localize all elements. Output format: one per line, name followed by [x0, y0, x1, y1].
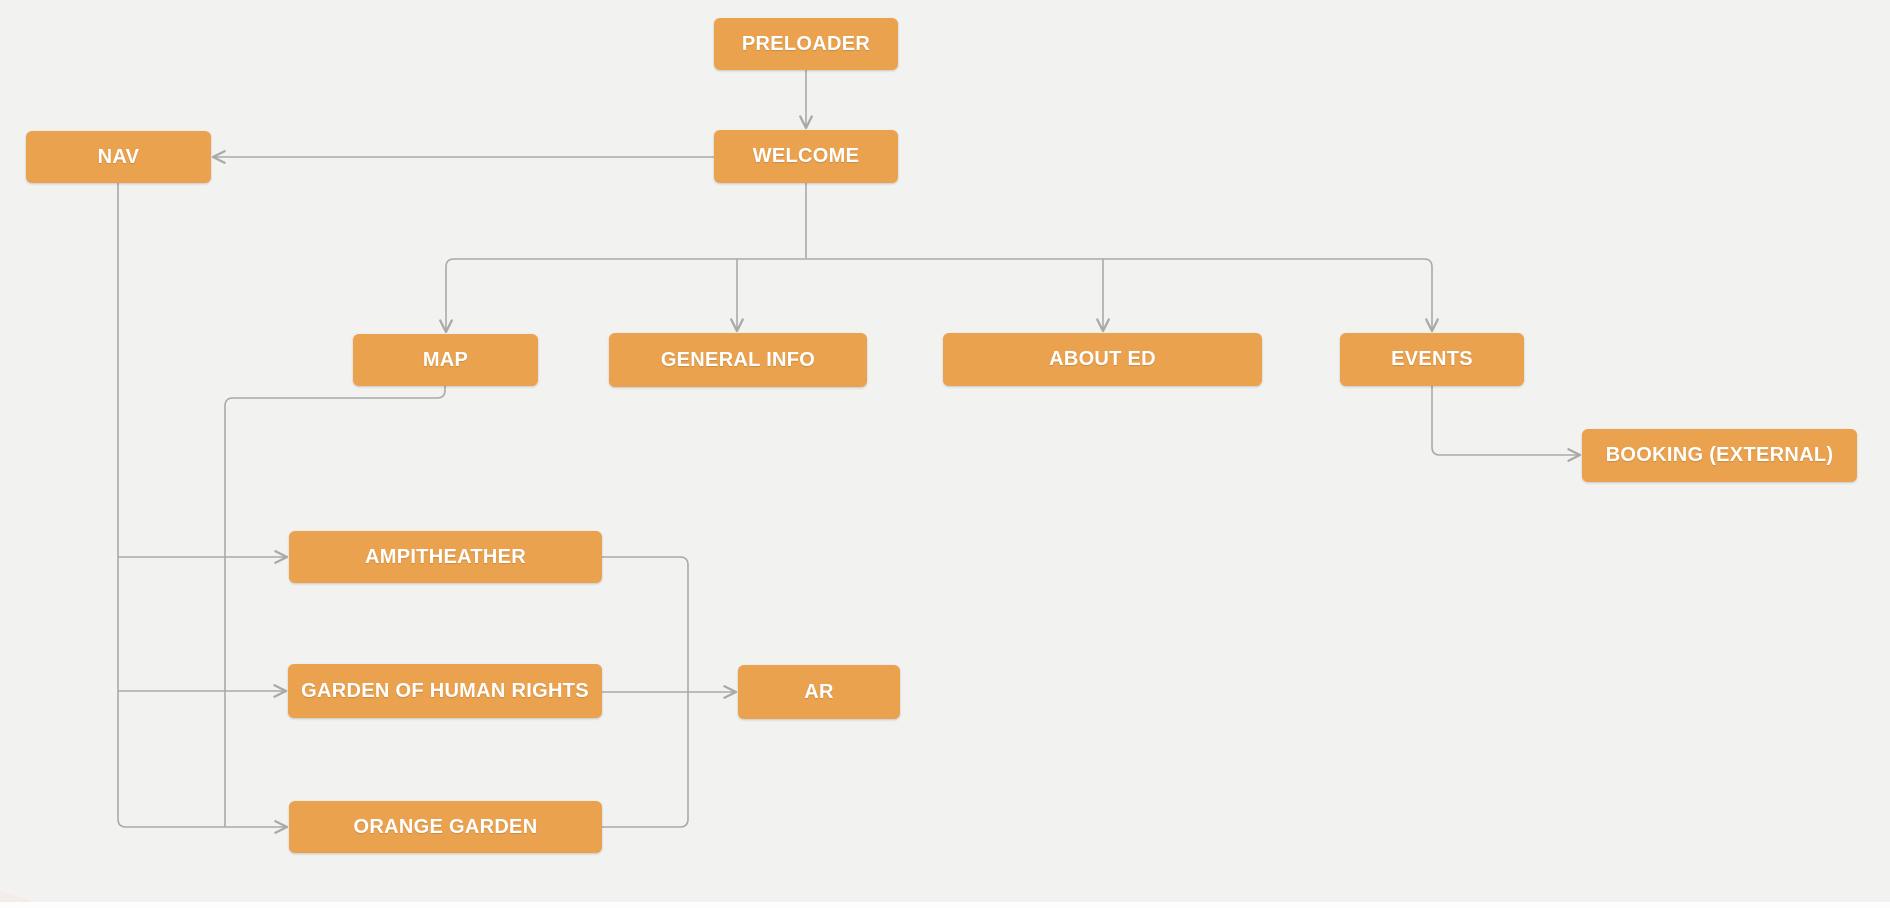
edge-trunk-events — [806, 258, 1439, 333]
bottom-edge-strip — [0, 902, 1890, 908]
node-map[interactable]: MAP — [353, 334, 538, 386]
edge-map-left-rail — [224, 386, 446, 827]
node-about-ed[interactable]: ABOUT ED — [943, 333, 1262, 386]
node-welcome[interactable]: WELCOME — [714, 130, 898, 183]
node-garden[interactable]: GARDEN OF HUMAN RIGHTS — [288, 664, 602, 718]
edge-nav-orange-garden — [117, 183, 289, 834]
edge-events-booking — [1431, 386, 1582, 462]
node-orange-garden[interactable]: ORANGE GARDEN — [289, 801, 602, 853]
node-booking[interactable]: BOOKING (EXTERNAL) — [1582, 429, 1857, 482]
node-preloader[interactable]: PRELOADER — [714, 18, 898, 70]
node-events[interactable]: EVENTS — [1340, 333, 1524, 386]
node-nav[interactable]: NAV — [26, 131, 211, 183]
node-general-info[interactable]: GENERAL INFO — [609, 333, 867, 387]
corner-artifact — [0, 891, 38, 903]
node-ar[interactable]: AR — [738, 665, 900, 719]
edge-ampitheather-ar-rail — [602, 556, 689, 692]
edge-trunk-map — [439, 258, 806, 334]
edge-orange-garden-ar-rail — [602, 692, 689, 828]
node-ampitheather[interactable]: AMPITHEATHER — [289, 531, 602, 583]
